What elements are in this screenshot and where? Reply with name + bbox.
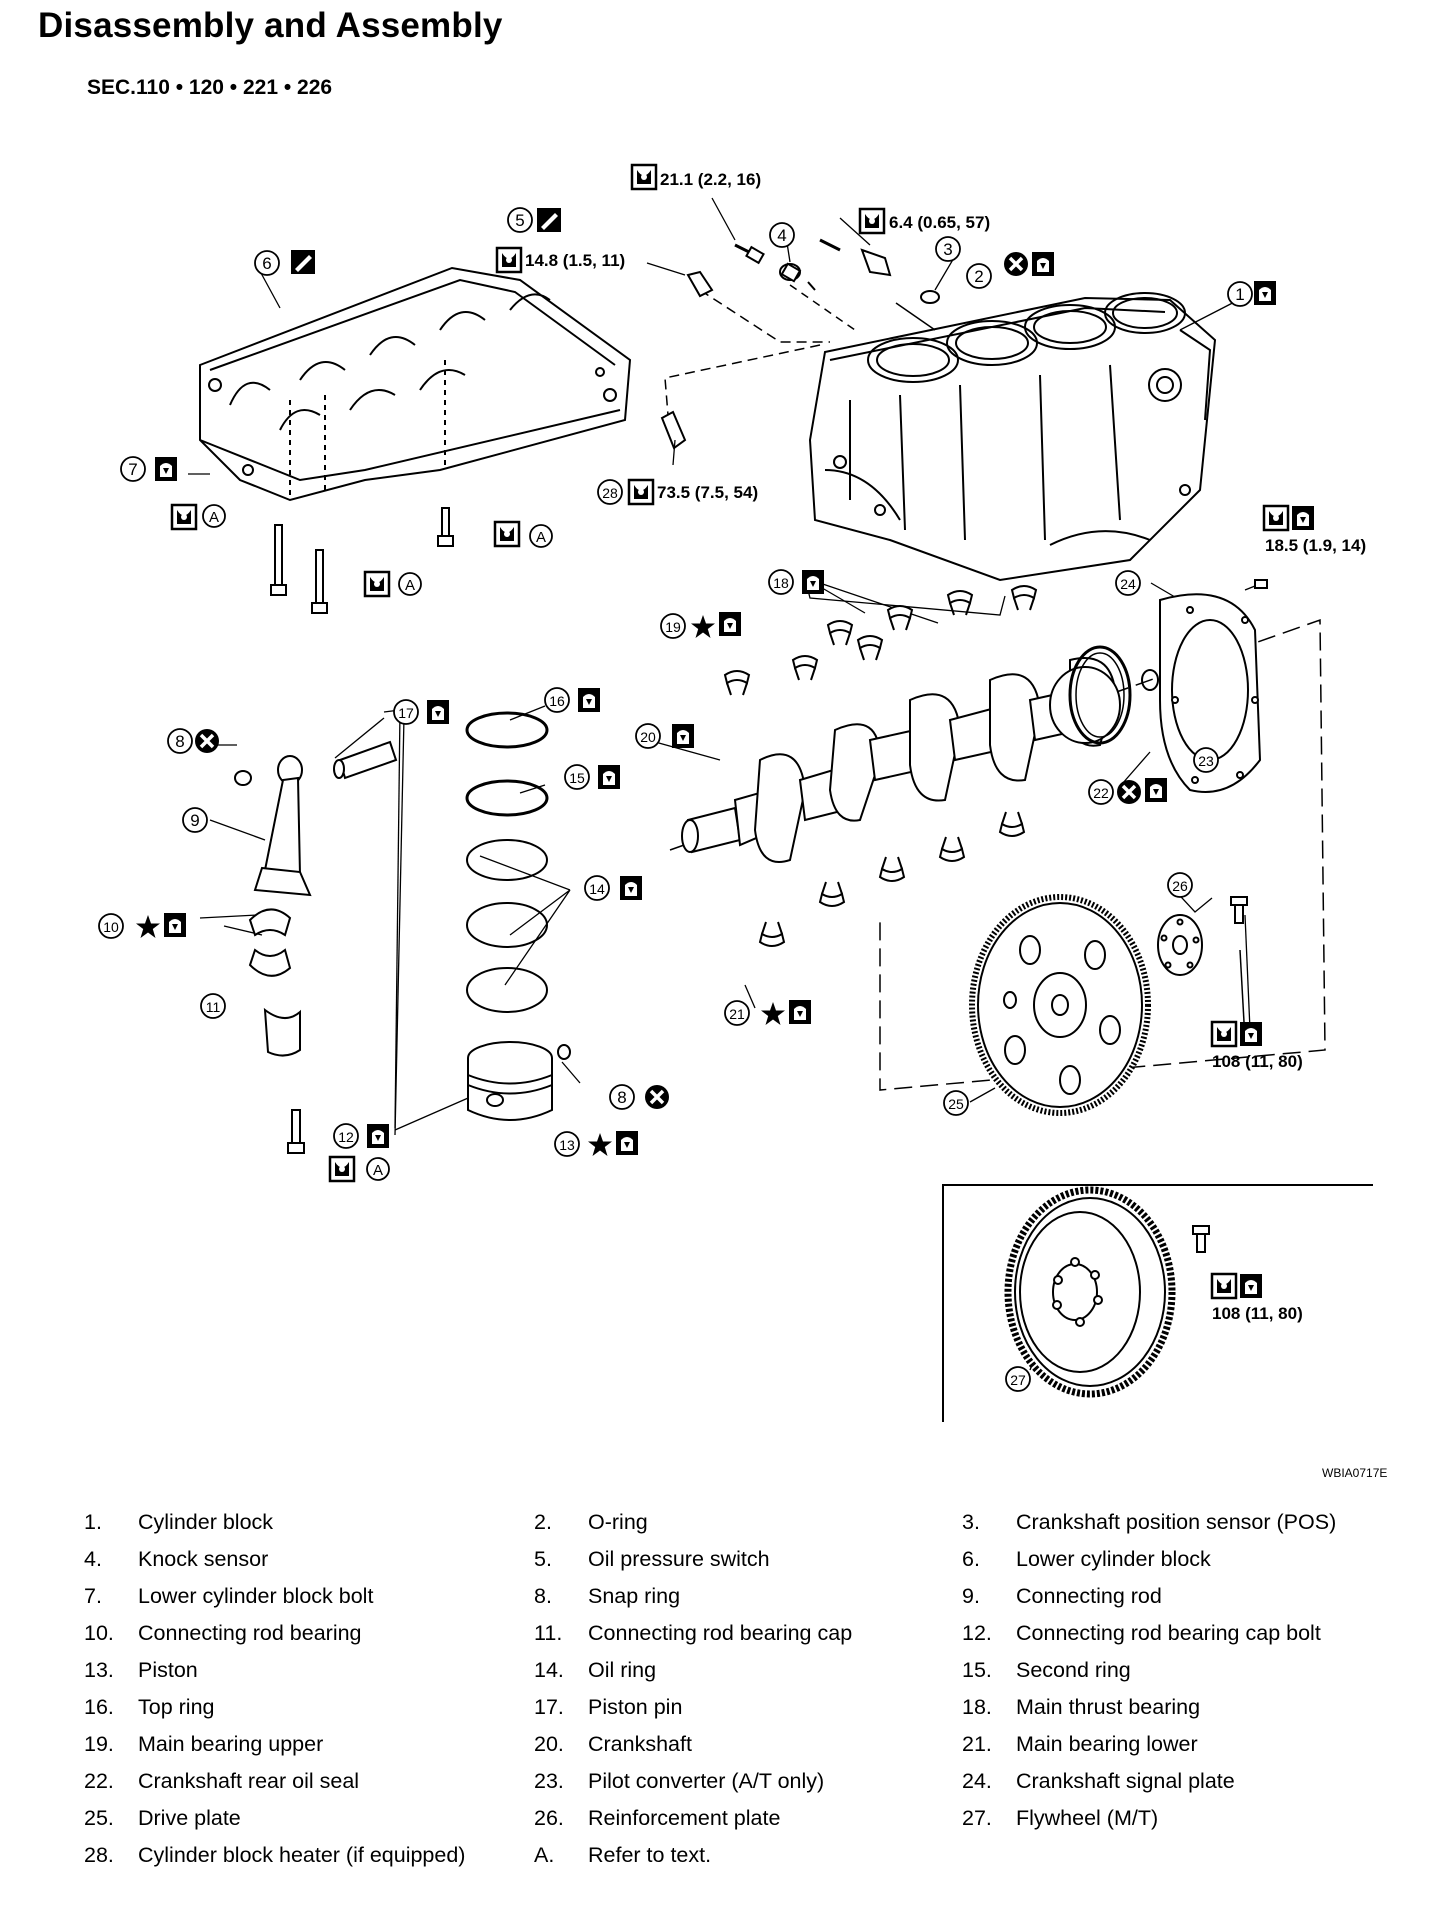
callout-16: 16: [544, 687, 570, 713]
callout-17: 17: [393, 699, 419, 725]
callout-10: 10: [98, 913, 124, 939]
svg-text:25: 25: [948, 1096, 964, 1112]
svg-text:9: 9: [190, 811, 199, 830]
svg-text:11: 11: [206, 999, 221, 1015]
svg-text:15: 15: [569, 770, 585, 786]
svg-text:28: 28: [602, 485, 618, 501]
callout-22: 22: [1088, 779, 1114, 805]
callout-24: 24: [1115, 570, 1141, 596]
callout-3: 3: [935, 236, 961, 262]
piston-rings: [465, 711, 549, 1013]
torque-spec-knock-sensor: 21.1 (2.2, 16): [660, 170, 761, 189]
ref-a-3: A: [529, 524, 553, 548]
svg-text:16: 16: [549, 693, 565, 709]
piston-part: [467, 1041, 571, 1121]
svg-text:A: A: [536, 529, 546, 546]
ref-a-1: A: [202, 504, 226, 528]
lower-block-bolts: [270, 507, 454, 614]
callout-12: 12: [333, 1123, 359, 1149]
rear-oil-seal-part: [1068, 645, 1159, 745]
page-title: Disassembly and Assembly: [38, 6, 503, 45]
flywheel-part: [1004, 1186, 1210, 1398]
svg-text:8: 8: [617, 1088, 626, 1107]
svg-text:20: 20: [640, 729, 656, 745]
torque-spec-block-heater: 73.5 (7.5, 54): [657, 483, 758, 502]
svg-text:26: 26: [1172, 878, 1188, 894]
callout-2: 2: [966, 263, 992, 289]
callout-19: 19: [660, 613, 686, 639]
svg-text:21: 21: [729, 1006, 745, 1022]
svg-text:17: 17: [398, 705, 414, 721]
torque-spec-drive-plate: 108 (11, 80): [1212, 1052, 1303, 1071]
main-bearings-upper: [724, 585, 1037, 696]
callout-11: 11: [200, 993, 226, 1019]
torque-spec-pos-sensor: 6.4 (0.65, 57): [889, 213, 990, 232]
callout-8-bottom: 8: [609, 1084, 635, 1110]
svg-text:7: 7: [128, 460, 137, 479]
svg-text:4: 4: [777, 226, 786, 245]
assembly-guide-lines: [664, 284, 936, 416]
svg-text:12: 12: [338, 1129, 354, 1145]
sensor-small-parts: [660, 238, 940, 450]
svg-text:A: A: [209, 509, 219, 526]
callout-28: 28: [597, 479, 623, 505]
drive-plate-part: [969, 894, 1151, 1116]
callout-27: 27: [1005, 1366, 1031, 1392]
callout-15: 15: [564, 764, 590, 790]
callout-4: 4: [769, 222, 795, 248]
svg-text:6: 6: [262, 254, 271, 273]
main-bearings-lower-set: [759, 811, 1025, 947]
svg-text:8: 8: [175, 732, 184, 751]
callout-18: 18: [768, 569, 794, 595]
cylinder-block-part: [808, 292, 1217, 582]
ref-a-4: A: [366, 1157, 390, 1181]
bolt-24: [1254, 579, 1268, 589]
svg-text:A: A: [405, 577, 415, 594]
torque-spec-signal-plate: 18.5 (1.9, 14): [1265, 536, 1366, 555]
svg-text:19: 19: [665, 619, 681, 635]
callout-14: 14: [584, 875, 610, 901]
svg-text:24: 24: [1120, 576, 1136, 592]
svg-text:22: 22: [1093, 785, 1109, 801]
rod-bearing-halves: [248, 908, 305, 1154]
callout-5: 5: [507, 207, 533, 233]
svg-text:23: 23: [1198, 753, 1214, 769]
callout-8-top: 8: [167, 728, 193, 754]
svg-text:14: 14: [589, 881, 605, 897]
lower-cylinder-block-part: [199, 266, 632, 502]
svg-text:2: 2: [974, 267, 983, 286]
reinforcement-plate-part: [1157, 896, 1248, 976]
callout-6: 6: [254, 250, 280, 276]
torque-spec-oil-pressure-switch: 14.8 (1.5, 11): [525, 251, 625, 270]
ref-a-2: A: [398, 572, 422, 596]
section-reference: SEC.110 • 120 • 221 • 226: [87, 76, 333, 99]
figure-code: WBIA0717E: [1322, 1466, 1388, 1480]
crankshaft-part: [681, 657, 1121, 863]
svg-text:10: 10: [103, 919, 119, 935]
svg-text:18: 18: [773, 575, 789, 591]
callout-23: 23: [1193, 747, 1219, 773]
callout-25: 25: [943, 1090, 969, 1116]
callout-1: 1: [1227, 281, 1253, 307]
torque-spec-flywheel: 108 (11, 80): [1212, 1304, 1303, 1323]
signal-plate-part: [1159, 593, 1262, 793]
svg-text:3: 3: [943, 240, 952, 259]
callout-9: 9: [182, 807, 208, 833]
callout-13: 13: [554, 1131, 580, 1157]
leader-lines: [188, 197, 1266, 1371]
callout-20: 20: [635, 723, 661, 749]
svg-text:13: 13: [559, 1137, 575, 1153]
callout-7: 7: [120, 456, 146, 482]
connecting-rod-part: [234, 740, 398, 897]
flywheel-inset-box: [942, 1184, 1373, 1422]
callout-26: 26: [1167, 872, 1193, 898]
callout-21: 21: [724, 1000, 750, 1026]
svg-text:27: 27: [1010, 1372, 1026, 1388]
svg-text:5: 5: [515, 211, 524, 230]
svg-text:1: 1: [1235, 285, 1244, 304]
svg-text:A: A: [373, 1162, 383, 1179]
